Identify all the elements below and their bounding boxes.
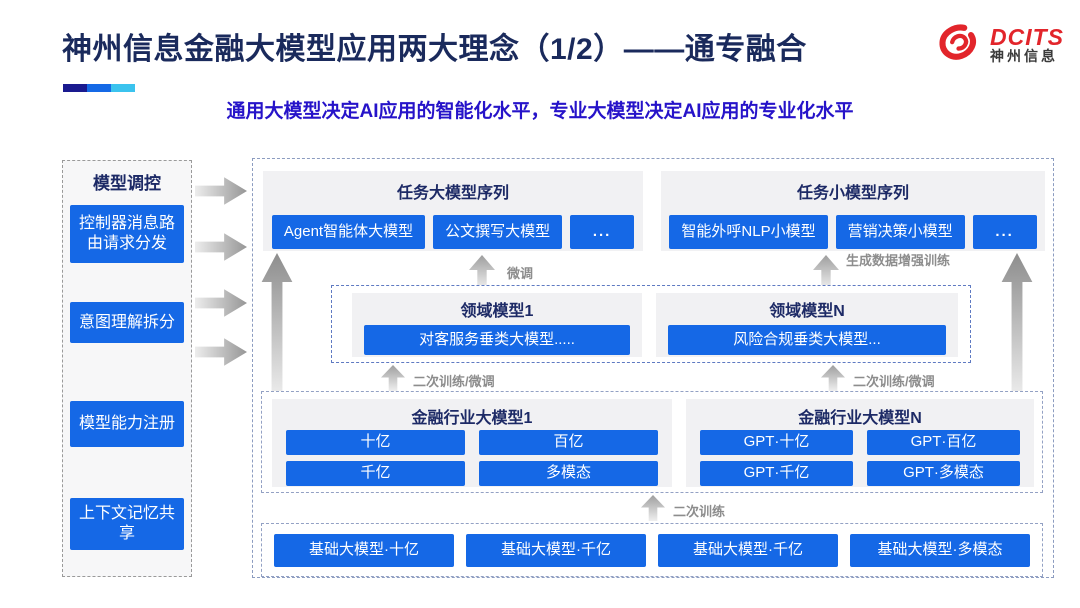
domain-model-n-panel: 领域模型N 风险合规垂类大模型...: [656, 293, 958, 357]
accent-segment: [111, 84, 135, 92]
model-architecture-diagram: 任务大模型序列 Agent智能体大模型 公文撰写大模型 ... 任务小模型序列 …: [252, 158, 1054, 578]
panel-title: 任务小模型序列: [796, 185, 909, 202]
sidebar-item-router: 控制器消息路由请求分发: [70, 205, 184, 263]
model-chip-base-100b: 基础大模型·千亿: [466, 534, 646, 567]
company-logo: DCITS 神州信息: [932, 16, 1064, 73]
domain-model-box: 领域模型1 对客服务垂类大模型..... 领域模型N 风险合规垂类大模型...: [331, 285, 971, 363]
dcits-swirl-icon: [932, 16, 984, 73]
domain-model-1-panel: 领域模型1 对客服务垂类大模型.....: [352, 293, 642, 357]
task-large-model-panel: 任务大模型序列 Agent智能体大模型 公文撰写大模型 ...: [263, 171, 643, 251]
right-arrow-icon: [195, 338, 247, 366]
panel-title: 领域模型1: [460, 303, 534, 320]
model-chip-base-1b: 基础大模型·十亿: [274, 534, 454, 567]
logo-brand-text: DCITS: [990, 24, 1064, 51]
slide-subtitle: 通用大模型决定AI应用的智能化水平，专业大模型决定AI应用的专业化水平: [226, 101, 854, 122]
industry-model-1-panel: 金融行业大模型1 十亿 百亿 千亿 多模态: [272, 399, 672, 487]
up-arrow-icon: [381, 365, 405, 391]
industry-model-n-panel: 金融行业大模型N GPT·十亿 GPT·百亿 GPT·千亿 GPT·多模态: [686, 399, 1034, 487]
model-chip-multimodal: 多模态: [479, 461, 658, 486]
secondary-train-label: 二次训练: [673, 504, 726, 519]
model-chip-customer-service: 对客服务垂类大模型.....: [364, 325, 630, 355]
model-control-title: 模型调控: [93, 174, 161, 193]
up-arrow-icon: [641, 495, 665, 521]
up-arrow-tall-icon: [261, 253, 293, 391]
base-model-box: 基础大模型·十亿 基础大模型·千亿 基础大模型·千亿 基础大模型·多模态: [261, 523, 1043, 577]
model-chip-ellipsis: ...: [570, 215, 635, 249]
model-chip-ellipsis: ...: [972, 215, 1037, 249]
accent-segment: [63, 84, 87, 92]
sidebar-item-intent: 意图理解拆分: [70, 302, 184, 343]
model-chip-risk-compliance: 风险合规垂类大模型...: [668, 325, 946, 355]
model-chip-10b: 百亿: [479, 430, 658, 455]
model-chip-gpt-10b: GPT·百亿: [867, 430, 1020, 455]
sidebar-item-context: 上下文记忆共享: [70, 498, 184, 550]
panel-title: 领域模型N: [769, 303, 845, 320]
model-chip-base-multimodal: 基础大模型·多模态: [850, 534, 1030, 567]
up-arrow-icon: [469, 255, 495, 289]
up-arrow-tall-icon: [1001, 253, 1033, 391]
task-small-model-panel: 任务小模型序列 智能外呼NLP小模型 营销决策小模型 ...: [661, 171, 1045, 251]
model-chip-document: 公文撰写大模型: [433, 215, 563, 249]
right-arrow-icon: [195, 233, 247, 261]
page-title: 神州信息金融大模型应用两大理念（1/2）——通专融合: [62, 33, 807, 66]
model-control-panel: 模型调控 控制器消息路由请求分发 意图理解拆分 模型能力注册 上下文记忆共享: [62, 160, 192, 577]
up-arrow-icon: [821, 365, 845, 391]
panel-title: 任务大模型序列: [396, 185, 509, 202]
fine-tune-label: 微调: [507, 266, 534, 281]
gen-data-train-label: 生成数据增强训练: [845, 253, 950, 268]
model-chip-gpt-1b: GPT·十亿: [700, 430, 853, 455]
model-chip-nlp-call: 智能外呼NLP小模型: [669, 215, 828, 249]
secondary-ft-label: 二次训练/微调: [413, 374, 495, 389]
up-arrow-icon: [813, 255, 839, 289]
panel-title: 金融行业大模型N: [798, 410, 922, 427]
accent-segment: [87, 84, 111, 92]
panel-title: 金融行业大模型1: [411, 410, 533, 427]
secondary-ft-label: 二次训练/微调: [853, 374, 935, 389]
right-arrow-icon: [195, 177, 247, 205]
model-chip-gpt-100b: GPT·千亿: [700, 461, 853, 486]
right-arrow-icon: [195, 289, 247, 317]
logo-brand-cn-text: 神州信息: [990, 48, 1058, 65]
model-chip-marketing: 营销决策小模型: [835, 215, 965, 249]
sidebar-item-capability: 模型能力注册: [70, 401, 184, 447]
industry-model-box: 金融行业大模型1 十亿 百亿 千亿 多模态 金融行业大模型N GPT·十亿 GP…: [261, 391, 1043, 493]
model-chip-1b: 十亿: [286, 430, 465, 455]
model-chip-agent: Agent智能体大模型: [271, 215, 426, 249]
model-chip-gpt-multimodal: GPT·多模态: [867, 461, 1020, 486]
title-accent-bar: [63, 84, 135, 92]
model-chip-100b: 千亿: [286, 461, 465, 486]
model-chip-base-100b: 基础大模型·千亿: [658, 534, 838, 567]
